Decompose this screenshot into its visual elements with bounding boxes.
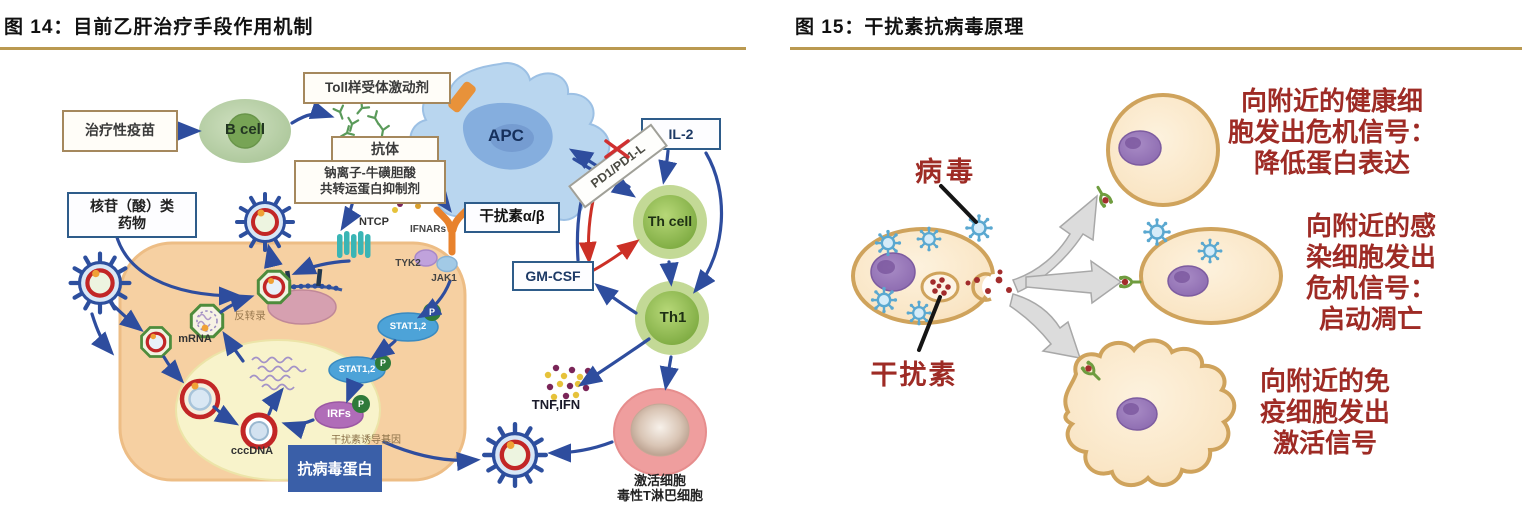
tnf-ifn-label: TNF,IFN: [531, 397, 581, 412]
tyk2-icon: [414, 249, 438, 267]
infected-cell-shape: [851, 225, 1008, 327]
ctl-label-line1: 激活细胞: [633, 473, 686, 488]
figure14-title: 图 14：目前乙肝治疗手段作用机制: [4, 17, 314, 38]
ctl-cell-shape: [613, 388, 707, 476]
jak1-label: JAK1: [431, 273, 457, 284]
ctl-label-line2: 毒性T淋巴细胞: [617, 488, 703, 503]
hbv-virion-icon: [484, 424, 546, 486]
immune-cell-shape: [1063, 338, 1237, 488]
infected-neighbor-cell-shape: [1117, 216, 1283, 325]
phospho-label: P: [379, 358, 386, 368]
b-cell-shape: [199, 99, 291, 163]
virus-star-icon: [873, 228, 903, 258]
reverse-transcription-label: 反转录: [234, 310, 266, 322]
ntcp-inhibitor-box: 钠离子-牛磺胆酸 共转运蛋白抑制剂: [294, 160, 446, 204]
mrna-capsid-icon: [189, 303, 225, 339]
toll-agonist-box: Toll样受体激动剂: [303, 72, 451, 104]
annotation-infected-cells: 向附近的感 染细胞发出 危机信号： 启动凋亡: [1305, 212, 1436, 334]
antibody-y-icons: [332, 99, 390, 142]
phospho-label: P: [357, 399, 364, 409]
virus-star-icon: [915, 225, 943, 253]
b-cell-label: B cell: [224, 121, 266, 138]
virus-star-icon: [1141, 216, 1173, 248]
interferon-label: 干扰素: [870, 360, 958, 390]
cell-nucleus: [1118, 130, 1162, 166]
receptor-icon: [1117, 274, 1142, 290]
th-cell-label: Th cell: [647, 213, 693, 229]
figure15-diagram: [851, 93, 1283, 488]
capsid-octagon-icon: [139, 325, 173, 359]
interferon-granules-icon: [930, 277, 951, 296]
virus-label: 病毒: [915, 157, 977, 187]
cell-nucleus: [1167, 265, 1209, 297]
gray-arrow-icons: [1009, 194, 1123, 359]
cell-nucleus: [1116, 397, 1158, 431]
irfs-ellipse: [314, 395, 370, 429]
pointer-lines: [917, 184, 978, 352]
phospho-label: P: [428, 307, 435, 317]
irfs-label: IRFs: [327, 408, 351, 420]
antiviral-protein-box: 抗病毒蛋白: [288, 445, 382, 492]
virus-star-icon: [1196, 237, 1224, 265]
figure15-title-rule: [790, 47, 1522, 50]
ifn-induced-genes-label: 干扰素诱导基因: [331, 435, 401, 446]
tyk2-label: TYK2: [395, 258, 421, 269]
virus-star-icon: [963, 212, 995, 244]
stat12-label: STAT1,2: [389, 321, 427, 332]
th1-cell-shape: [635, 281, 709, 355]
secreted-interferon-dots: [965, 269, 1024, 294]
tnf-ifn-dots-icon: [544, 364, 592, 401]
vaccine-box: 治疗性疫苗: [62, 110, 178, 152]
nucleoside-drugs-box: 核苷（酸）类 药物: [67, 192, 197, 238]
jak1-icon: [436, 255, 458, 273]
mrna-label: mRNA: [178, 333, 212, 345]
figure14-diagram: [0, 62, 724, 506]
rna-squiggles-icon: [249, 356, 307, 391]
ntcp-label: NTCP: [359, 216, 389, 228]
apc-label: APC: [488, 126, 524, 145]
figure15-title: 图 15：干扰素抗病毒原理: [795, 17, 1025, 38]
ntcp-transporter-icon: [337, 231, 371, 258]
cell-nucleus: [870, 252, 916, 292]
cccdna-label: cccDNA: [230, 445, 274, 457]
cccdna-ring-icon: [243, 415, 275, 447]
capsid-octagon-icon: [256, 269, 292, 305]
annotation-immune-cells: 向附近的免 疫细胞发出 激活信号: [1259, 367, 1390, 458]
virus-star-icon: [869, 285, 899, 315]
capsid-ring-icon: [182, 381, 218, 417]
th-cell-shape: [633, 185, 707, 259]
interferon-ab-box: 干扰素α/β: [464, 202, 560, 233]
figure14-title-rule: [0, 47, 746, 50]
annotation-healthy-cells: 向附近的健康细 胞发出危机信号： 降低蛋白表达: [1227, 87, 1436, 178]
stat12-label: STAT1,2: [338, 364, 376, 375]
gm-csf-box: GM-CSF: [512, 261, 594, 291]
blockade-x-icon: [604, 139, 630, 159]
th1-label: Th1: [659, 309, 687, 326]
virus-star-icon: [905, 299, 933, 327]
toll-agonist-rod-icon: [448, 81, 476, 113]
apc-cell-shape: [409, 62, 611, 232]
healthy-cell-shape: [1091, 93, 1220, 211]
ifnars-label: IFNARs: [409, 224, 447, 235]
